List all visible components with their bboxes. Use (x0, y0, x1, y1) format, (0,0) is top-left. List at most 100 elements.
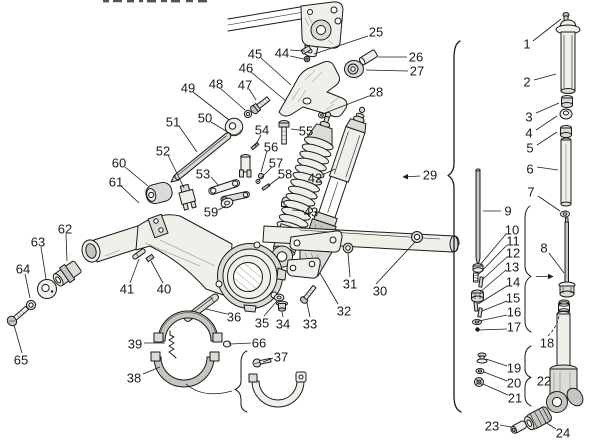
leader-line-4 (535, 115, 558, 131)
leader-line-65 (13, 324, 23, 354)
swing-arm-61 (81, 213, 233, 298)
part-59-nut (220, 197, 234, 209)
part-label-13: 13 (505, 260, 519, 275)
half-brake-shoe (248, 371, 307, 408)
part-label-51: 51 (166, 115, 180, 130)
part-12-pin (478, 276, 484, 288)
leader-line-30 (375, 241, 416, 285)
anchor-bracket-32 (286, 230, 343, 279)
leader-line-32 (319, 272, 339, 305)
part-40-pin (145, 253, 155, 263)
brace-valve-19-21 (524, 345, 532, 407)
leader-line-62 (65, 233, 68, 262)
leader-line-43 (291, 209, 305, 212)
part-label-38: 38 (127, 371, 141, 386)
top-edge-artifacts (103, 0, 207, 3)
part-label-43: 43 (304, 205, 318, 220)
leader-line-2 (533, 73, 557, 81)
part-label-31: 31 (343, 277, 357, 292)
bracket-casting-45-46 (278, 61, 348, 118)
part-label-18: 18 (540, 336, 554, 351)
part-label-30: 30 (373, 284, 387, 299)
part-label-1: 1 (523, 37, 530, 52)
leaders-layer (13, 18, 565, 430)
part-50-washer (224, 117, 244, 137)
part-label-48: 48 (209, 77, 223, 92)
leader-line-45 (260, 57, 292, 86)
leader-line-35 (263, 300, 278, 317)
part-label-61: 61 (109, 175, 123, 190)
part-65-bolt (6, 305, 30, 327)
leader-line-44 (289, 49, 306, 52)
part-label-3: 3 (525, 110, 532, 125)
leader-line-11 (477, 244, 508, 276)
part-30-nut (411, 231, 423, 243)
part-label-14: 14 (506, 275, 520, 290)
part-label-22: 22 (537, 374, 551, 389)
part-label-47: 47 (238, 78, 252, 93)
part-16-washer (472, 319, 482, 325)
part-64-nut (25, 299, 37, 311)
part-19-valve (476, 352, 488, 364)
part-label-29: 29 (423, 168, 437, 183)
part-66-clip (222, 340, 232, 348)
part-label-7: 7 (527, 185, 534, 200)
part-label-27: 27 (410, 64, 424, 79)
leader-line-55 (290, 128, 300, 131)
leader-line-60 (124, 166, 149, 187)
part-label-8: 8 (540, 241, 547, 256)
part-21-nut (474, 377, 484, 387)
leader-line-36 (205, 308, 228, 315)
part-label-64: 64 (16, 262, 30, 277)
big-brace (447, 40, 462, 413)
leader-line-5 (536, 131, 558, 146)
part-55-bolt (278, 120, 290, 145)
part-label-50: 50 (198, 111, 212, 126)
leader-line-66 (230, 342, 252, 345)
leader-line-10 (479, 233, 507, 266)
leader-line-15 (481, 300, 508, 312)
part-label-35: 35 (255, 316, 269, 331)
leader-line-34 (281, 311, 284, 318)
leader-line-51 (178, 125, 198, 153)
part-label-39: 39 (128, 337, 142, 352)
leader-line-44 (289, 55, 305, 60)
leader-line-41 (129, 258, 140, 284)
leader-line-23 (499, 424, 512, 428)
leader-line-16 (478, 314, 508, 322)
part-label-23: 23 (485, 419, 499, 434)
part-37-screw (252, 357, 272, 368)
part-label-55: 55 (299, 124, 313, 139)
leader-line-56 (260, 150, 268, 173)
part-62-bushing (52, 260, 82, 287)
part-47-bolt (250, 96, 271, 115)
part-14-pin (473, 301, 479, 312)
part-13-nut (471, 289, 484, 303)
part-17-ball (475, 327, 480, 332)
upper-clevis-fork (239, 154, 252, 178)
part-3-cup (561, 95, 573, 108)
frame-mount-fasteners (300, 45, 312, 63)
brace-internals-10-17 (524, 205, 532, 333)
leader-line-24 (544, 421, 557, 430)
part-label-19: 19 (507, 361, 521, 376)
part-label-24: 24 (556, 426, 570, 441)
leader-line-38 (142, 366, 161, 375)
leader-line-21 (482, 383, 509, 396)
part-20-ring (475, 368, 485, 374)
part-label-11: 11 (506, 234, 520, 249)
leader-line-42 (321, 168, 336, 176)
part-label-17: 17 (507, 320, 521, 335)
part-label-33: 33 (303, 317, 317, 332)
part-33-bolt (299, 284, 317, 304)
part-label-63: 63 (31, 235, 45, 250)
leader-line-14 (477, 285, 508, 305)
part-63-washer (37, 279, 57, 299)
part-label-54: 54 (255, 123, 269, 138)
leader-line-8 (548, 252, 565, 274)
leader-line-64 (24, 273, 31, 299)
part-label-2: 2 (523, 75, 530, 90)
